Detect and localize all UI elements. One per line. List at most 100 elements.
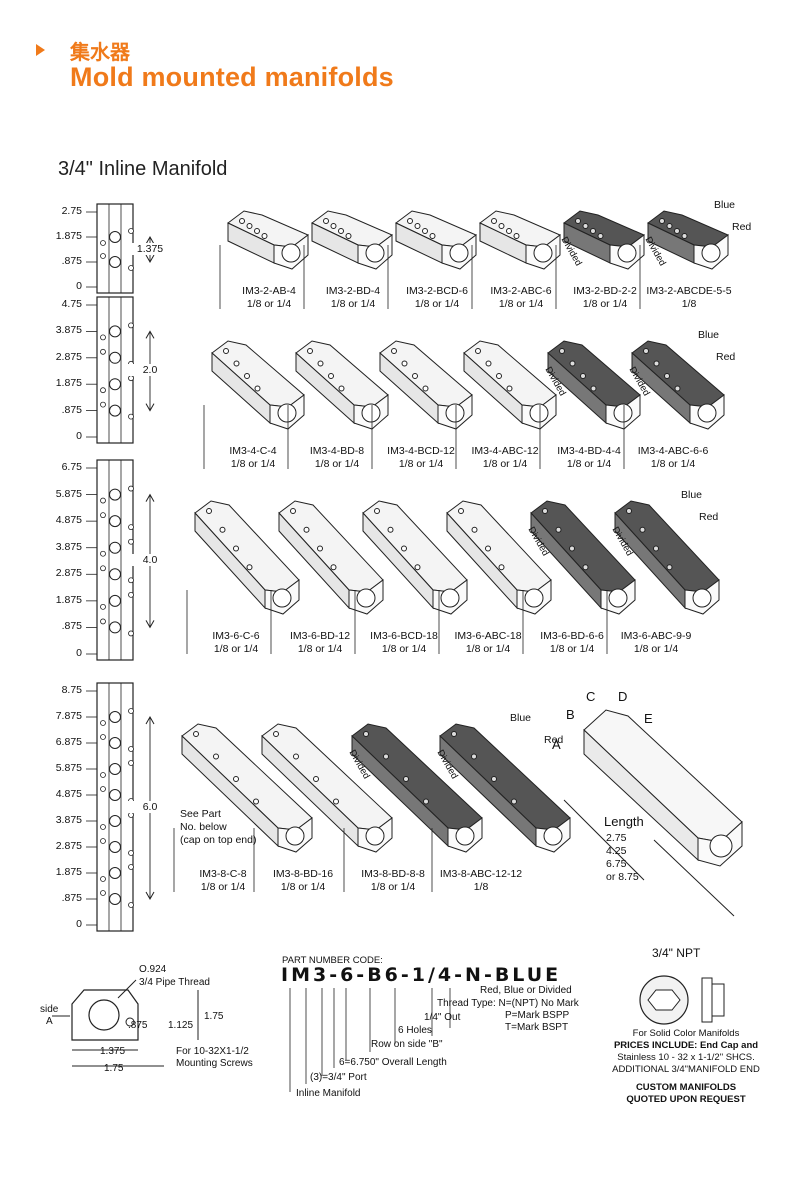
npt-note-3: Stainless 10 - 32 x 1-1/2" SHCS.: [617, 1052, 755, 1063]
side-hole: [575, 218, 581, 224]
npt-cap-thread: [711, 983, 725, 1017]
header-title-en: Mold mounted manifolds: [70, 62, 394, 92]
side-hole: [290, 508, 296, 514]
side-hole: [597, 233, 604, 239]
manifold-illustration: [194, 500, 300, 615]
side-hole: [317, 545, 323, 552]
end-port: [361, 403, 381, 423]
blue-label: Blue: [681, 489, 703, 501]
port-hole: [109, 867, 121, 879]
screw-hole: [128, 538, 134, 545]
length-dimension-line: [653, 839, 735, 917]
port-hole: [109, 325, 121, 338]
product-code: IM3-8-C-8: [199, 868, 247, 880]
product-code: IM3-4-BD-8: [309, 445, 365, 457]
side-hole: [328, 373, 334, 379]
side-hole: [307, 348, 313, 354]
tick-label: 0: [76, 430, 82, 442]
tick-label: 5.875: [55, 487, 82, 500]
length-value-4: or 8.75: [606, 871, 639, 883]
screw-hole: [128, 850, 134, 856]
manifold-illustration: [211, 340, 305, 430]
tick-label: 3.875: [55, 814, 82, 826]
side-hole: [313, 776, 319, 782]
screw-note: For 10-32X1-1/2 Mounting Screws: [176, 1046, 253, 1070]
product-code: IM3-8-BD-8-8: [361, 868, 425, 880]
side-hole: [403, 776, 409, 782]
screw-hole: [100, 876, 106, 882]
port-hole: [109, 378, 121, 391]
product-code: IM3-2-BD-4: [325, 285, 381, 297]
pipe-dia-label: O.924: [139, 964, 167, 975]
side-hole: [223, 348, 229, 354]
side-hole: [664, 373, 670, 379]
product-size: 1/8 or 1/4: [230, 458, 276, 470]
custom-note-1: CUSTOM MANIFOLDS: [635, 1082, 737, 1093]
product-size: 1/8 or 1/4: [582, 298, 628, 310]
tick-label: 2.875: [55, 567, 82, 580]
manifold-illustration: [379, 340, 473, 430]
end-port: [285, 826, 305, 846]
end-port: [365, 243, 385, 263]
screw-hole: [100, 387, 106, 394]
tick-label: .875: [61, 403, 82, 416]
npt-note-4: ADDITIONAL 3/4"MANIFOLD END: [612, 1064, 760, 1075]
product-code: IM3-2-AB-4: [242, 285, 296, 297]
tick-label: 4.875: [55, 788, 82, 800]
tick-label: 0: [76, 280, 82, 292]
manifold-illustration: [311, 210, 393, 270]
see-part-line-3: (cap on top end): [180, 834, 257, 846]
side-hole: [498, 223, 505, 229]
screw-hole: [128, 265, 134, 271]
screw-hole: [100, 334, 106, 341]
side-hole: [293, 753, 299, 760]
screw-hole: [128, 228, 134, 234]
dimension-arrow: [145, 620, 155, 629]
side-hole: [383, 753, 389, 760]
pn-legend-thread: Thread Type: N=(NPT) No Mark: [437, 998, 579, 1009]
side-a-label: side A: [40, 1004, 58, 1028]
thread-leader: [117, 979, 137, 999]
tick-label: 3.875: [55, 540, 82, 553]
side-hole: [475, 348, 481, 354]
side-view-body: [96, 296, 134, 444]
screw-hole: [100, 824, 106, 830]
side-hole: [246, 223, 253, 229]
dimension-arrow: [145, 330, 155, 339]
dim-175-vertical-label: 1.75: [204, 1011, 224, 1022]
product-code: IM3-6-BD-6-6: [540, 630, 604, 642]
product-size: 1/8 or 1/4: [549, 643, 595, 655]
length-label: Length: [604, 814, 644, 829]
side-hole: [239, 218, 245, 224]
part-number-code: IM3-6-B6-1/4-N-BLUE: [281, 964, 562, 986]
side-hole: [422, 228, 428, 234]
dimension-arrow: [145, 403, 155, 412]
port-hole: [109, 231, 121, 243]
product-code: IM3-6-BD-12: [289, 630, 351, 642]
pn-legend-port: (3)=3/4" Port: [310, 1072, 367, 1083]
tick-label: 1.875: [55, 230, 82, 242]
tick-label: 4.75: [61, 298, 82, 310]
screw-hole: [100, 890, 106, 896]
end-port: [613, 403, 633, 423]
screw-hole: [128, 524, 134, 531]
length-values: 2.75 4.25 6.75 or 8.75: [606, 832, 639, 884]
port-hole: [109, 594, 121, 607]
side-hole: [345, 233, 352, 239]
side-hole: [330, 223, 337, 229]
product-code: IM3-2-BD-2-2: [573, 285, 637, 297]
side-letter-e: E: [644, 711, 653, 726]
tick-label: 3.875: [55, 324, 82, 337]
screw-hole: [100, 348, 106, 355]
side-hole: [414, 564, 421, 571]
length-value-3: 6.75: [606, 858, 627, 870]
port-hole: [109, 256, 121, 268]
pn-legend-row: Row on side "B": [371, 1039, 443, 1050]
part-number-heading: PART NUMBER CODE:: [282, 955, 383, 966]
product-size: 1/8 or 1/4: [297, 643, 343, 655]
side-hole: [559, 348, 565, 354]
product-code: IM3-6-ABC-9-9: [620, 630, 692, 642]
side-hole: [363, 731, 369, 737]
screw-hole: [100, 786, 106, 792]
port-hole: [109, 893, 121, 905]
